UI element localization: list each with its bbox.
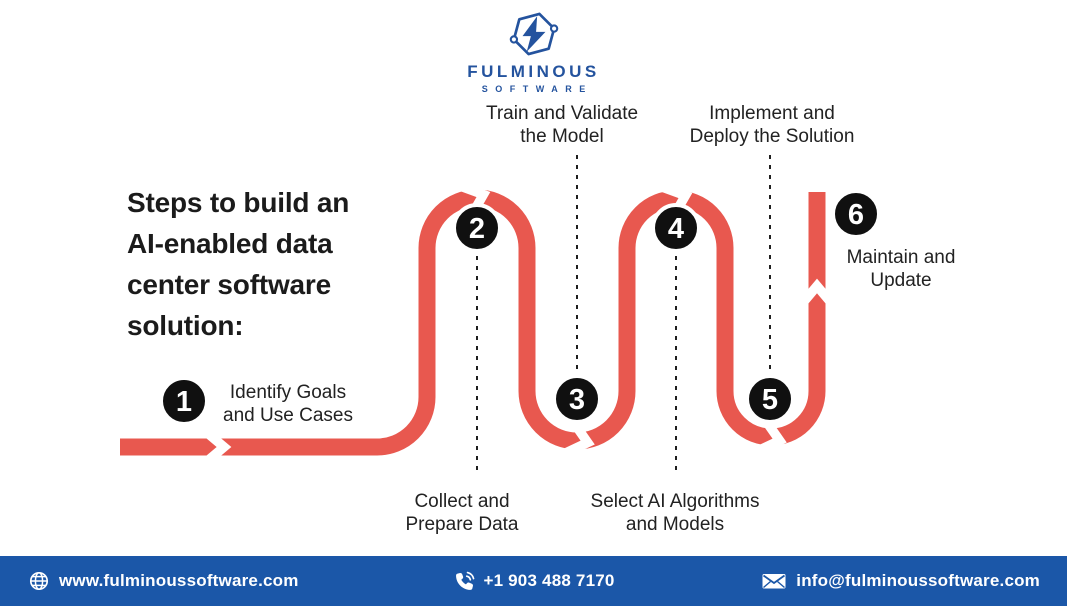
hexagon-lightning-icon [509, 12, 558, 56]
footer-bar: www.fulminoussoftware.com +1 903 488 717… [0, 556, 1067, 606]
step-label-5: Implement and Deploy the Solution [690, 102, 855, 148]
step-label-3: Train and Validate the Model [486, 102, 638, 148]
step-number-5: 5 [762, 384, 778, 416]
title-line-4: solution: [127, 310, 244, 341]
chevron-icon [201, 427, 232, 467]
step-label-6-line-1: Maintain and [846, 247, 956, 268]
phone-icon [455, 571, 474, 590]
step-number-3: 3 [569, 384, 585, 416]
step-circle-1 [159, 376, 209, 426]
step-number-4: 4 [668, 213, 684, 245]
logo-name: FULMINOUS [467, 62, 600, 81]
step-label-5-line-1: Implement and [709, 103, 835, 124]
step-label-3-line-1: Train and Validate [485, 103, 639, 124]
step-label-1-line-2: and Use Cases [223, 405, 353, 426]
dashed-connectors [476, 155, 771, 470]
snake-path [120, 189, 826, 456]
chevron-icon [755, 417, 787, 456]
title-line-1: Steps to build an [127, 187, 350, 218]
step-circles: 1 2 3 4 5 6 [159, 189, 881, 426]
step-label-6: Maintain and Update [847, 246, 956, 292]
step-label-2-line-2: Prepare Data [405, 514, 519, 535]
step-number-6: 6 [848, 199, 864, 231]
step-label-5-line-2: Deploy the Solution [689, 126, 855, 147]
step-label-3-line-2: the Model [520, 126, 604, 147]
step-label-2-line-1: Collect and [414, 491, 510, 512]
step-number-1: 1 [176, 386, 192, 418]
globe-icon [29, 571, 49, 591]
title-line-3: center software [127, 269, 331, 300]
footer-phone-text: +1 903 488 7170 [483, 571, 615, 590]
step-label-2: Collect and Prepare Data [405, 490, 518, 536]
step-circle-5 [745, 374, 795, 424]
step-number-2: 2 [469, 213, 485, 245]
chevron-icon [563, 419, 595, 458]
step-circle-4 [651, 203, 701, 253]
step-label-1-line-1: Identify Goals [229, 382, 347, 403]
step-circle-2 [452, 203, 502, 253]
envelope-icon [762, 574, 786, 589]
footer-website-text: www.fulminoussoftware.com [59, 571, 299, 590]
footer-email-text: info@fulminoussoftware.com [796, 571, 1040, 590]
logo: FULMINOUS SOFTWARE [0, 8, 1067, 94]
title-line-2: AI-enabled data [127, 228, 333, 259]
footer-phone[interactable]: +1 903 488 7170 [452, 556, 614, 606]
step-label-4-line-1: Select AI Algorithms [590, 491, 760, 512]
step-label-1: Identify Goals and Use Cases [223, 381, 353, 427]
step-circle-3 [552, 374, 602, 424]
step-label-4-line-2: and Models [625, 514, 725, 535]
footer-email[interactable]: info@fulminoussoftware.com [761, 556, 1040, 606]
page-title: Steps to build an AI-enabled data center… [127, 182, 349, 346]
step-label-4: Select AI Algorithms and Models [591, 490, 760, 536]
step-circle-6 [831, 189, 881, 239]
step-label-6-line-2: Update [870, 270, 932, 291]
chevron-icon [797, 278, 837, 309]
logo-subtitle: SOFTWARE [481, 84, 593, 94]
footer-website[interactable]: www.fulminoussoftware.com [28, 556, 299, 606]
